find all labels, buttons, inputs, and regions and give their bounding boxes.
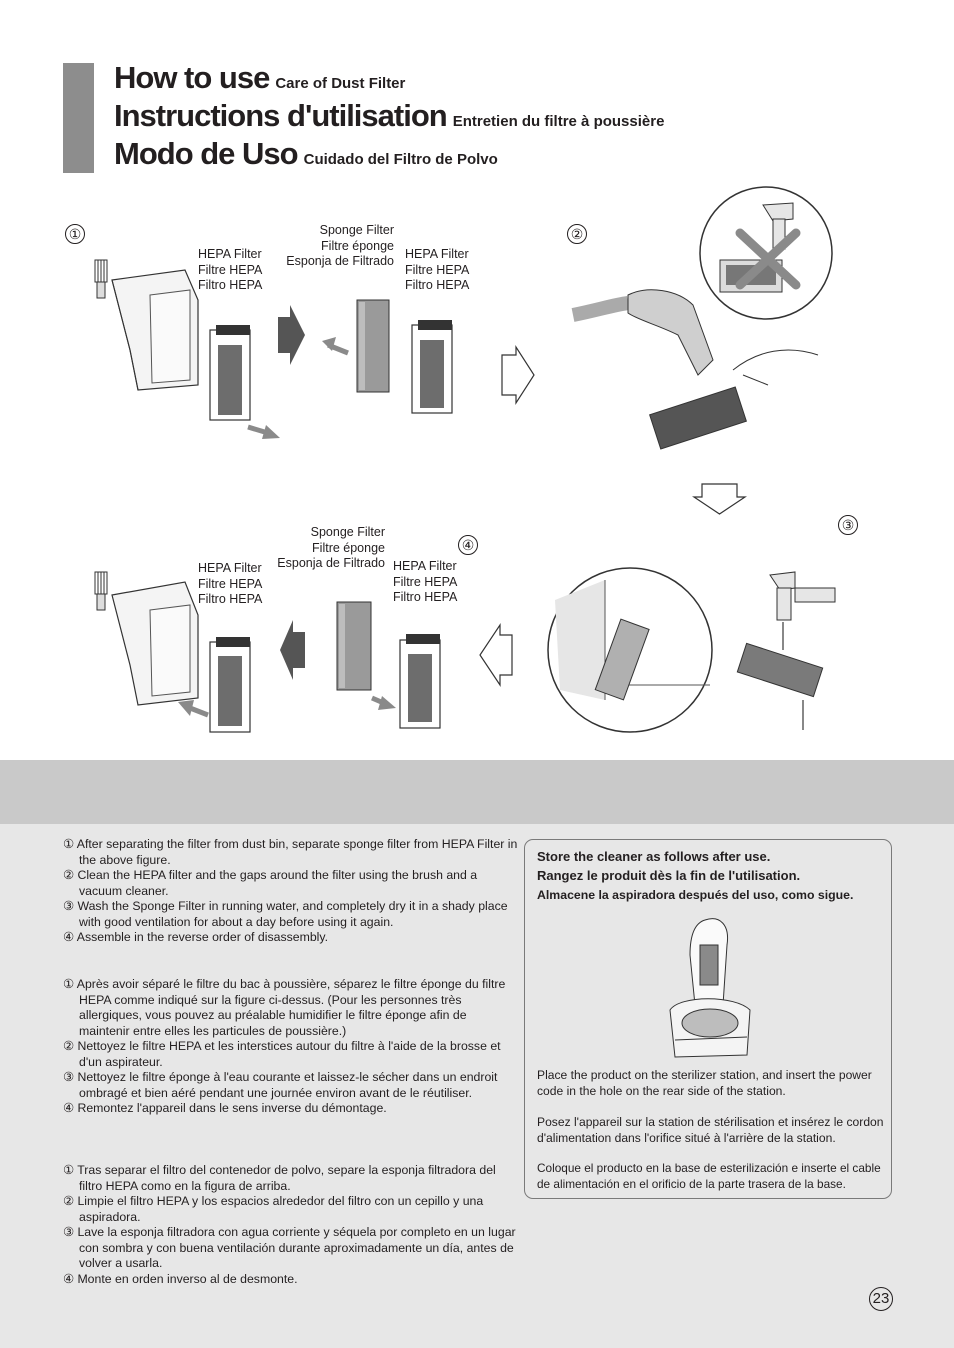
page-number: 23: [869, 1287, 893, 1311]
cross-icon: [735, 228, 801, 290]
step1-illustration: [94, 259, 535, 439]
brush-icon: [94, 259, 108, 299]
instruction-item: ② Nettoyez le filtre HEPA et les interst…: [63, 1039, 501, 1069]
storage-text-es: Coloque el producto en la base de esteri…: [537, 1161, 881, 1191]
hepa-filter-icon: [411, 320, 453, 414]
step-4-number: ④: [458, 535, 478, 555]
storage-heading-fr: Rangez le produit dès la fin de l'utilis…: [537, 868, 801, 883]
storage-info-box: Store the cleaner as follows after use. …: [524, 839, 892, 1199]
sponge-filter-icon: [356, 299, 390, 393]
instruction-item: ④ Remontez l'appareil dans le sens inver…: [63, 1101, 387, 1115]
storage-text-en: Place the product on the sterilizer stat…: [537, 1068, 872, 1098]
storage-heading-en: Store the cleaner as follows after use.: [537, 849, 771, 864]
brush-icon: [94, 571, 108, 611]
dust-bin-icon: [111, 581, 199, 706]
instruction-item: ③ Wash the Sponge Filter in running wate…: [63, 899, 508, 929]
instruction-item: ② Clean the HEPA filter and the gaps aro…: [63, 868, 478, 898]
title-side-bar: [63, 63, 94, 173]
section-band: [0, 760, 954, 824]
instructions-english: ① After separating the filter from dust …: [63, 837, 519, 946]
step-1-number: ①: [65, 224, 85, 244]
hepa-filter-icon: [399, 634, 441, 729]
instruction-item: ④ Monte en orden inverso al de desmonte.: [63, 1271, 298, 1286]
step2-illustration: [571, 186, 833, 450]
faucet-icon: [769, 571, 836, 621]
instructions-spanish: ① Tras separar el filtro del contenedor …: [63, 1163, 519, 1287]
step-2-number: ②: [567, 224, 587, 244]
step3-illustration: [547, 567, 836, 733]
instruction-item: ① After separating the filter from dust …: [63, 837, 518, 867]
sponge-filter-icon: [336, 601, 372, 691]
instruction-item: ③ Nettoyez le filtre éponge à l'eau cour…: [63, 1070, 498, 1100]
instructions-french: ① Après avoir séparé le filtre du bac à …: [63, 977, 519, 1117]
down-arrow-icon: [692, 483, 747, 515]
instruction-item: ② Limpie el filtro HEPA y los espacios a…: [63, 1194, 484, 1224]
dust-bin-icon: [111, 269, 199, 391]
sterilizer-station-illustration: [669, 918, 751, 1058]
instruction-item: ③ Lave la esponja filtradora con agua co…: [63, 1225, 516, 1270]
instruction-item: ① Tras separar el filtro del contenedor …: [63, 1163, 496, 1193]
instruction-item: ④ Assemble in the reverse order of disas…: [63, 930, 329, 944]
hepa-filter-icon: [209, 325, 251, 421]
storage-text-fr: Posez l'appareil sur la station de stéri…: [537, 1115, 884, 1145]
instruction-item: ① Après avoir séparé le filtre du bac à …: [63, 977, 506, 1038]
step-3-number: ③: [838, 515, 858, 535]
storage-heading-es: Almacene la aspiradora después del uso, …: [537, 888, 854, 902]
step4-illustration: [94, 571, 513, 733]
hepa-filter-icon: [209, 637, 251, 733]
